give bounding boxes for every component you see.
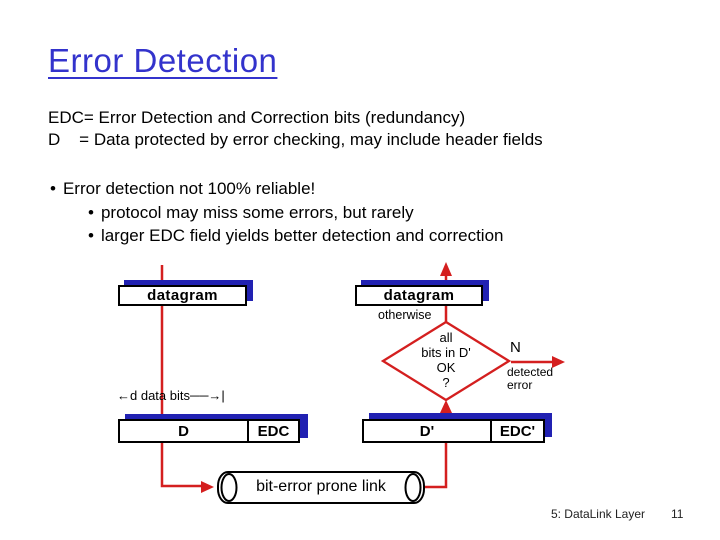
otherwise-flow-arrowhead bbox=[440, 262, 452, 276]
sender-frame-edc-cell: EDC bbox=[257, 422, 290, 440]
slide-title: Error Detection bbox=[48, 42, 278, 79]
bullet-sub-2: • larger EDC field yields better detectio… bbox=[88, 226, 504, 246]
decision-line-4: ? bbox=[442, 375, 450, 390]
decision-line-1: all bbox=[439, 330, 453, 345]
footer-section-title: 5: DataLink Layer bbox=[550, 507, 645, 521]
data-bits-measure-label: ←d data bits──→| bbox=[117, 388, 225, 403]
link-cylinder bbox=[217, 471, 425, 504]
decision-line-3: OK bbox=[436, 360, 456, 375]
sender-frame-box: D EDC bbox=[118, 419, 300, 443]
footer-page-number: 11 bbox=[671, 507, 684, 521]
bullet-sub2-text: larger EDC field yields better detection… bbox=[100, 226, 504, 245]
sender-datagram-box: datagram bbox=[118, 285, 247, 306]
receiver-datagram-label: datagram bbox=[383, 287, 455, 304]
bullet-main: • Error detection not 100% reliable! bbox=[50, 179, 315, 199]
decision-diamond bbox=[380, 320, 512, 402]
no-branch-label: N bbox=[510, 339, 521, 356]
detected-error-line-1: detected bbox=[507, 365, 554, 379]
detected-error-line-2: error bbox=[507, 378, 533, 392]
sender-datagram-label: datagram bbox=[147, 287, 218, 304]
no-branch-arrowhead bbox=[552, 356, 565, 368]
receiver-flow-arrowhead bbox=[440, 400, 452, 413]
bullet-marker: • bbox=[88, 226, 94, 245]
sender-flow-line bbox=[160, 265, 201, 488]
decision-text: all bits in D' OK ? bbox=[400, 330, 492, 390]
bullet-marker: • bbox=[88, 203, 94, 222]
bullet-marker: • bbox=[50, 179, 56, 198]
definition-d: D = Data protected by error checking, ma… bbox=[48, 130, 543, 149]
definition-edc: EDC= Error Detection and Correction bits… bbox=[48, 108, 466, 127]
receiver-datagram-box: datagram bbox=[355, 285, 483, 306]
bullet-sub1-text: protocol may miss some errors, but rarel… bbox=[100, 203, 414, 222]
otherwise-label: otherwise bbox=[378, 308, 432, 322]
link-label: bit-error prone link bbox=[256, 478, 386, 495]
bullet-main-text: Error detection not 100% reliable! bbox=[62, 179, 316, 198]
receiver-frame-box: D' EDC' bbox=[362, 419, 545, 443]
bullet-sub-1: • protocol may miss some errors, but rare… bbox=[88, 203, 414, 223]
receiver-frame-d-cell: D' bbox=[364, 421, 492, 441]
decision-line-2: bits in D' bbox=[421, 345, 471, 360]
sender-frame-d-cell: D bbox=[120, 421, 249, 441]
detected-error-label: detected error bbox=[507, 366, 553, 392]
sender-flow-arrowhead bbox=[201, 481, 214, 493]
receiver-frame-edc-cell: EDC' bbox=[499, 422, 536, 440]
